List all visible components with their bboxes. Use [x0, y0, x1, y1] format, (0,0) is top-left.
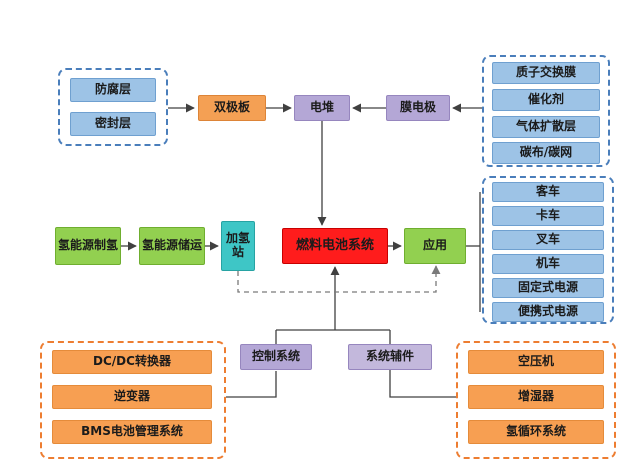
- node-application: 应用: [404, 228, 466, 264]
- group-mea-components: [482, 55, 610, 167]
- node-catalyst: 催化剂: [492, 89, 600, 111]
- group-application-targets: [482, 176, 614, 324]
- node-bipolar-plate: 双极板: [198, 95, 266, 121]
- node-stationary-power: 固定式电源: [492, 278, 604, 298]
- node-gas-diffusion-layer: 气体扩散层: [492, 116, 600, 138]
- node-carbon-cloth: 碳布/碳网: [492, 142, 600, 164]
- node-hydrogen-storage: 氢能源储运: [139, 227, 205, 265]
- node-locomotive: 机车: [492, 254, 604, 274]
- node-anticorrosion-layer: 防腐层: [70, 78, 156, 102]
- node-proton-exchange-membrane: 质子交换膜: [492, 62, 600, 84]
- node-stack: 电堆: [294, 95, 350, 121]
- node-fuel-cell-system: 燃料电池系统: [282, 228, 388, 264]
- node-air-compressor: 空压机: [468, 350, 604, 374]
- node-truck: 卡车: [492, 206, 604, 226]
- group-accessory-components: [456, 341, 616, 459]
- node-sealing-layer: 密封层: [70, 112, 156, 136]
- group-control-components: [40, 341, 226, 459]
- node-hydrogen-circulation: 氢循环系统: [468, 420, 604, 444]
- group-plate-layers: [58, 68, 168, 146]
- node-hydrogen-station: 加氢站: [221, 221, 255, 271]
- node-humidifier: 增湿器: [468, 385, 604, 409]
- node-control-system: 控制系统: [240, 344, 312, 370]
- node-hydrogen-production: 氢能源制氢: [55, 227, 121, 265]
- node-inverter: 逆变器: [52, 385, 212, 409]
- node-bus: 客车: [492, 182, 604, 202]
- node-forklift: 叉车: [492, 230, 604, 250]
- node-bms: BMS电池管理系统: [52, 420, 212, 444]
- node-system-accessories: 系统辅件: [348, 344, 432, 370]
- node-portable-power: 便携式电源: [492, 302, 604, 322]
- node-membrane-electrode: 膜电极: [386, 95, 450, 121]
- node-dcdc-converter: DC/DC转换器: [52, 350, 212, 374]
